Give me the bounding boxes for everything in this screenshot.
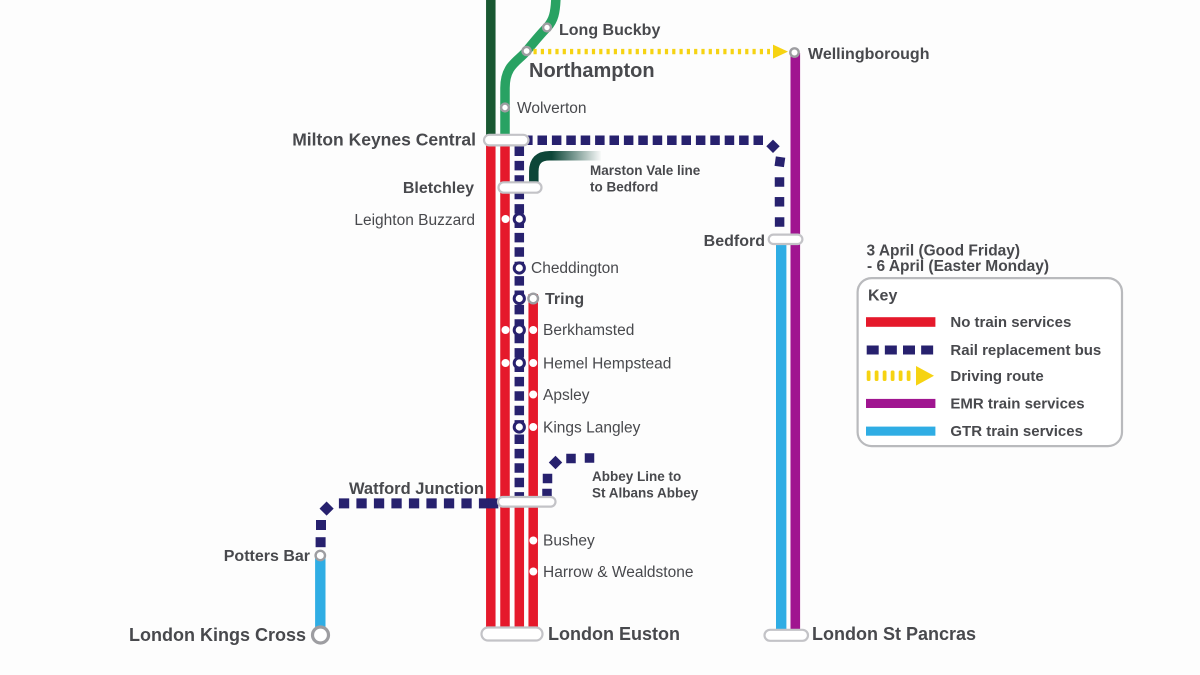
svg-text:Harrow & Wealdstone: Harrow & Wealdstone bbox=[543, 564, 693, 581]
svg-text:3 April (Good Friday): 3 April (Good Friday) bbox=[867, 243, 1021, 260]
svg-text:Bushey: Bushey bbox=[543, 533, 595, 550]
svg-text:Abbey Line to: Abbey Line to bbox=[592, 469, 681, 484]
svg-text:Wellingborough: Wellingborough bbox=[808, 46, 929, 63]
svg-text:Hemel Hempstead: Hemel Hempstead bbox=[543, 356, 671, 373]
svg-text:Leighton Buzzard: Leighton Buzzard bbox=[354, 212, 475, 229]
svg-text:London St Pancras: London St Pancras bbox=[812, 624, 976, 644]
svg-text:Milton Keynes Central: Milton Keynes Central bbox=[292, 130, 476, 150]
svg-text:Tring: Tring bbox=[545, 291, 584, 308]
svg-text:London Kings Cross: London Kings Cross bbox=[129, 625, 306, 645]
svg-text:- 6 April (Easter Monday): - 6 April (Easter Monday) bbox=[867, 258, 1049, 275]
svg-text:Key: Key bbox=[868, 288, 897, 305]
svg-text:Cheddington: Cheddington bbox=[531, 260, 619, 277]
svg-text:Marston Vale line: Marston Vale line bbox=[590, 163, 701, 178]
svg-text:EMR train services: EMR train services bbox=[950, 396, 1084, 413]
svg-text:Bletchley: Bletchley bbox=[403, 180, 474, 197]
svg-text:Berkhamsted: Berkhamsted bbox=[543, 322, 634, 339]
svg-text:Rail replacement bus: Rail replacement bus bbox=[950, 342, 1101, 359]
svg-text:GTR train services: GTR train services bbox=[950, 423, 1083, 440]
svg-text:Driving route: Driving route bbox=[950, 368, 1043, 385]
svg-text:St Albans Abbey: St Albans Abbey bbox=[592, 486, 699, 501]
svg-text:No train services: No train services bbox=[950, 314, 1071, 331]
svg-text:London Euston: London Euston bbox=[548, 624, 680, 644]
svg-text:to Bedford: to Bedford bbox=[590, 180, 658, 195]
svg-text:Watford Junction: Watford Junction bbox=[349, 480, 484, 498]
svg-text:Wolverton: Wolverton bbox=[517, 100, 587, 117]
svg-text:Potters Bar: Potters Bar bbox=[224, 548, 310, 565]
svg-text:Northampton: Northampton bbox=[529, 60, 655, 82]
svg-text:Kings Langley: Kings Langley bbox=[543, 420, 641, 437]
svg-text:Apsley: Apsley bbox=[543, 387, 590, 404]
svg-text:Bedford: Bedford bbox=[704, 233, 765, 250]
svg-text:Long Buckby: Long Buckby bbox=[559, 22, 660, 39]
